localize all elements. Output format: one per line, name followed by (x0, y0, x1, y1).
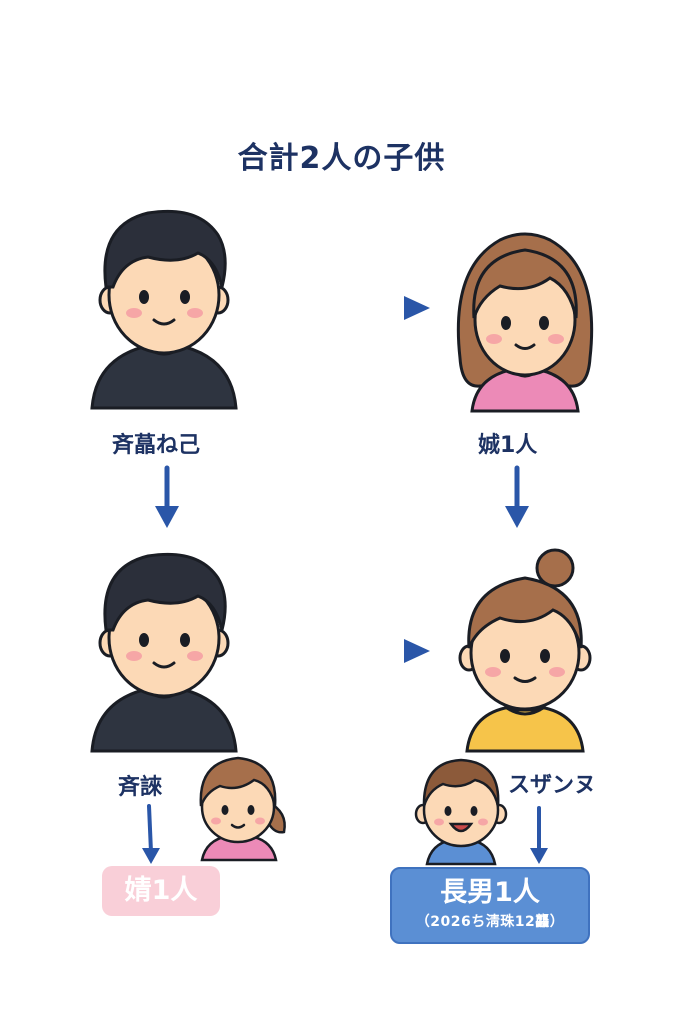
woman-avatar-bottom (458, 548, 592, 753)
node-label-bottom-left: 斉誺 (118, 775, 163, 800)
son-badge-subtitle: （2026ち淸珠12龘） (415, 914, 565, 930)
boy-avatar-small (414, 758, 508, 866)
node-label-bottom-right: スザンヌ (508, 773, 597, 798)
woman-avatar-top (456, 232, 594, 413)
son-badge: 長男1人 （2026ち淸珠12龘） (390, 867, 590, 944)
arrow-right-down (505, 465, 529, 528)
diagram-title: 合計2人の子供 (237, 141, 446, 176)
man-avatar-bottom (90, 552, 238, 753)
arrow-left-child (142, 804, 160, 864)
node-label-top-right: 娍1人 (478, 433, 538, 458)
arrow-top-horizontal (261, 296, 430, 320)
son-badge-title: 長男1人 (440, 877, 540, 908)
arrow-left-down (155, 465, 179, 528)
arrow-bottom-horizontal (261, 639, 430, 663)
daughter-badge: 婧1人 (102, 866, 220, 916)
arrow-right-child (530, 806, 548, 864)
girl-avatar-small (199, 756, 286, 862)
node-label-top-left: 斉蕌ね己 (112, 433, 201, 458)
man-avatar-top (90, 209, 238, 410)
